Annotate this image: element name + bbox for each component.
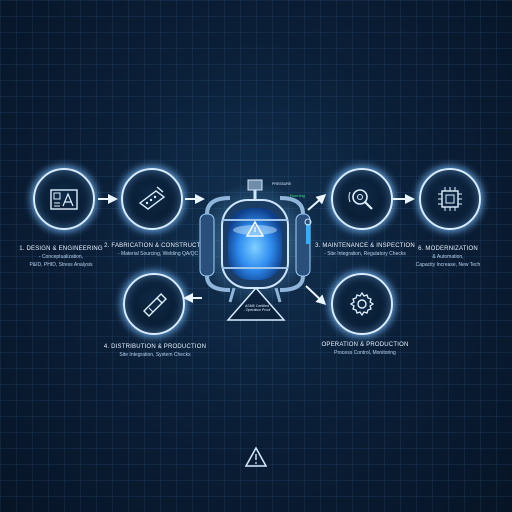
certification-badge-text: ASME Certified - Operation Proof — [241, 304, 273, 312]
certification-badge — [226, 286, 286, 321]
stage-detail: Site Integration, System Checks — [119, 352, 191, 358]
arrow-vessel-to-operation — [305, 285, 327, 306]
badge-line: - Operation Proof — [243, 308, 271, 312]
inspection-magnifier-icon — [348, 189, 373, 210]
stage-node-modernization[interactable] — [419, 168, 481, 230]
stage-label-operation: OPERATION & PRODUCTION Process Control, … — [310, 342, 420, 356]
badge-line: ASME Certified — [245, 304, 269, 308]
stage-detail: Process Control, Monitoring — [334, 350, 396, 356]
stage-title: 1. DESIGN & ENGINEERING — [19, 246, 103, 252]
stage-title: 2. FABRICATION & CONSTRUCTION — [104, 243, 212, 249]
gear-icon — [349, 291, 375, 317]
stage-detail: Capacity Increase, New Tech — [415, 262, 481, 268]
stage-label-distribution: 4. DISTRIBUTION & PRODUCTION Site Integr… — [96, 344, 214, 358]
stage-node-operation[interactable] — [331, 273, 393, 335]
stage-title: 3. MAINTENANCE & INSPECTION — [315, 243, 415, 249]
cpu-chip-icon — [438, 187, 462, 211]
blueprint-icon — [50, 189, 78, 210]
warning-icon — [244, 446, 268, 467]
usb-drive-icon — [143, 293, 167, 317]
stage-label-design: 1. DESIGN & ENGINEERING - Conceptualizat… — [6, 246, 116, 268]
stage-detail: - Site Integration, Regulatory Checks — [324, 251, 406, 257]
stage-node-design[interactable] — [33, 168, 95, 230]
welding-plate-icon — [138, 186, 166, 210]
stage-node-distribution[interactable] — [123, 273, 185, 335]
stage-label-fabrication: 2. FABRICATION & CONSTRUCTION - Material… — [98, 243, 218, 257]
stage-detail: & Automation, — [432, 254, 464, 260]
stage-detail: P&ID, PHID, Stress Analysis — [29, 262, 93, 268]
stage-title: 4. DISTRIBUTION & PRODUCTION — [103, 344, 207, 350]
stage-title: OPERATION & PRODUCTION — [321, 342, 409, 348]
pressure-vessel-icon[interactable] — [190, 176, 320, 312]
stage-detail: - Conceptualization, — [38, 254, 84, 260]
stage-node-maintenance[interactable] — [331, 168, 393, 230]
status-badge: Running — [290, 193, 305, 198]
stage-title: 6. MODERNIZATION — [418, 246, 478, 252]
vessel-top-tag: PRESSURE — [272, 182, 292, 186]
stage-node-fabrication[interactable] — [121, 168, 183, 230]
arrow-vessel-to-maintenance — [307, 194, 327, 211]
stage-detail: - Material Sourcing, Welding QA/QC — [117, 251, 199, 257]
stage-label-maintenance: 3. MAINTENANCE & INSPECTION - Site Integ… — [310, 243, 420, 257]
stage-label-modernization: 6. MODERNIZATION & Automation, Capacity … — [396, 246, 500, 268]
